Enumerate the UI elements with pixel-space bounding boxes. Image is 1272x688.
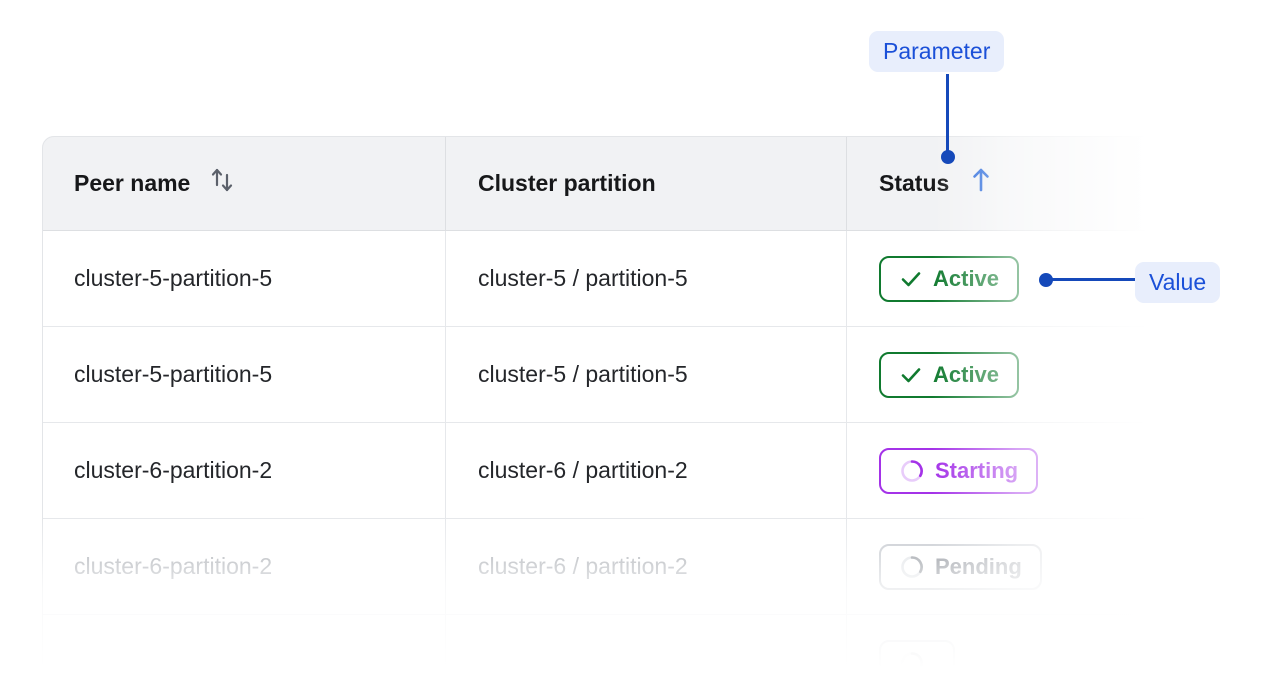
table-header-row: Peer name Cluster pa <box>42 136 1232 231</box>
cell-peer-name: cluster-6-partition-2 <box>42 519 446 615</box>
cell-cluster-partition <box>446 615 847 688</box>
table-body: cluster-5-partition-5 cluster-5 / partit… <box>42 231 1232 688</box>
table-header: Peer name Cluster pa <box>42 136 1232 231</box>
status-badge: Pending <box>879 543 1042 590</box>
value-connector-line <box>1046 278 1135 281</box>
status-badge: Active <box>879 255 1020 302</box>
column-header-label: Status <box>879 169 950 196</box>
cell-cluster-partition: cluster-5 / partition-5 <box>446 231 847 327</box>
column-header-label: Cluster partition <box>478 169 656 196</box>
cell-cluster-partition: cluster-6 / partition-2 <box>446 423 847 519</box>
status-badge <box>879 639 955 686</box>
cell-status: Active <box>847 327 1232 423</box>
cell-cluster-partition: cluster-5 / partition-5 <box>446 327 847 423</box>
cell-status <box>847 615 1232 688</box>
check-icon <box>899 267 923 291</box>
cell-status: Starting <box>847 423 1232 519</box>
spinner-icon <box>899 458 925 484</box>
status-badge: Starting <box>879 447 1039 494</box>
arrow-up-icon[interactable] <box>967 165 995 201</box>
cell-peer-name <box>42 615 446 688</box>
status-badge: Active <box>879 351 1020 398</box>
spinner-icon <box>899 650 925 676</box>
table-row[interactable]: cluster-6-partition-2 cluster-6 / partit… <box>42 519 1232 615</box>
parameter-annotation-chip: Parameter <box>869 31 1005 72</box>
status-label: Pending <box>935 553 1022 579</box>
peers-table-container: Peer name Cluster pa <box>42 136 1232 688</box>
status-label: Active <box>933 265 1000 291</box>
cell-peer-name: cluster-5-partition-5 <box>42 231 446 327</box>
status-label: Starting <box>935 457 1019 483</box>
cell-peer-name: cluster-5-partition-5 <box>42 327 446 423</box>
table-row[interactable]: cluster-6-partition-2 cluster-6 / partit… <box>42 423 1232 519</box>
cell-status: Pending <box>847 519 1232 615</box>
peers-table: Peer name Cluster pa <box>42 136 1232 688</box>
spinner-icon <box>899 554 925 580</box>
table-row[interactable]: cluster-5-partition-5 cluster-5 / partit… <box>42 327 1232 423</box>
value-connector-dot <box>1039 273 1053 287</box>
check-icon <box>899 363 923 387</box>
cell-peer-name: cluster-6-partition-2 <box>42 423 446 519</box>
column-header-status[interactable]: Status <box>847 136 1232 231</box>
column-header-peer-name[interactable]: Peer name <box>42 136 446 231</box>
column-header-label: Peer name <box>74 169 191 196</box>
sort-both-icon[interactable] <box>208 165 236 201</box>
column-header-cluster-partition[interactable]: Cluster partition <box>446 136 847 231</box>
status-label: Active <box>933 361 1000 387</box>
value-annotation-chip: Value <box>1135 262 1221 303</box>
parameter-connector-dot <box>941 150 955 164</box>
cell-cluster-partition: cluster-6 / partition-2 <box>446 519 847 615</box>
parameter-connector-line <box>946 74 949 158</box>
table-row[interactable] <box>42 615 1232 688</box>
